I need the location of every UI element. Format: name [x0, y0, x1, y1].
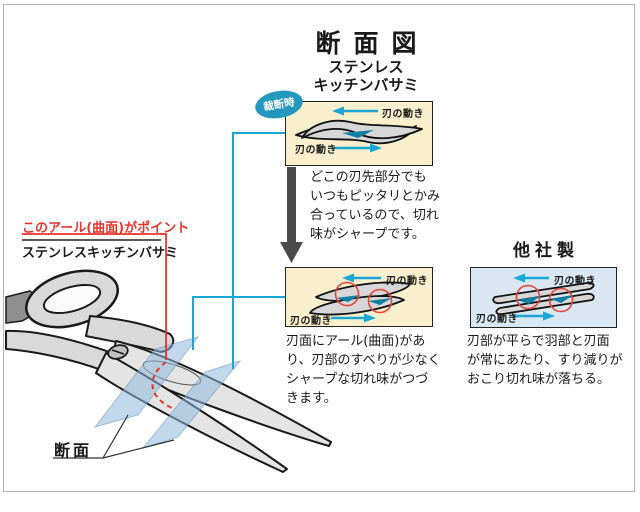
our-section-blades [309, 273, 411, 323]
connector-line-top-box [232, 132, 285, 369]
connector-line-middle-box [192, 296, 285, 350]
our-description-bottom: 刃面にアール(曲面)があ り、刃部のすべりが少なく シャープな切れ味がつづ きま… [286, 334, 441, 406]
right-arrow-icon [331, 313, 376, 323]
competitor-heading: 他社製 [513, 241, 579, 261]
cross-section-plane-left [93, 336, 200, 428]
contact-highlight-circle [548, 287, 574, 313]
pivot-slot [111, 349, 125, 355]
section-pointer-lines [53, 414, 175, 459]
right-arrow-icon [334, 143, 382, 153]
left-arrow-icon [513, 273, 549, 283]
contact-highlight-circle [334, 281, 360, 307]
point-label: このアール(曲面)がポイント [22, 221, 190, 236]
competitor-section-box: 刃の動き 刃の動き [470, 267, 617, 328]
down-arrow-icon [280, 167, 303, 263]
blade-motion-label: 刃の動き [554, 276, 596, 287]
our-section-box: 刃の動き 刃の動き [285, 267, 433, 327]
our-description-top: どこの刃先部分でも いつもピッタリとかみ 合っているので、切れ 味がシャープです… [310, 170, 441, 242]
page-title: 断面図 [315, 29, 430, 58]
blade-motion-label: 刃の動き [290, 316, 332, 327]
right-arrow-icon [513, 311, 555, 321]
blade-motion-label: 刃の動き [386, 276, 428, 287]
subtitle: ステンレス キッチンバサミ [313, 58, 419, 94]
red-connector-line [22, 233, 167, 360]
contact-highlight-circle [515, 284, 541, 310]
left-arrow-icon [332, 106, 378, 116]
blade-motion-label: 刃の動き [295, 145, 337, 156]
handle-ring [25, 269, 119, 329]
left-arrow-icon [342, 273, 381, 283]
competitor-description: 刃部が平らで羽部と刃面 が常にあたり、すり減りが おこり切れ味が落ちる。 [467, 334, 623, 387]
cross-section-plane-right [141, 360, 242, 449]
contact-highlight-circle [367, 288, 393, 314]
blade-motion-label: 刃の動き [382, 109, 424, 120]
competitor-blades [492, 273, 595, 321]
section-label: 断面 [54, 441, 93, 460]
our-cutting-box: 刃の動き 刃の動き [285, 101, 433, 166]
blade-motion-label: 刃の動き [476, 314, 518, 325]
our-cutting-blades [295, 106, 423, 153]
radius-curve-highlight [151, 361, 173, 409]
product-label: ステンレスキッチンバサミ [22, 246, 179, 261]
